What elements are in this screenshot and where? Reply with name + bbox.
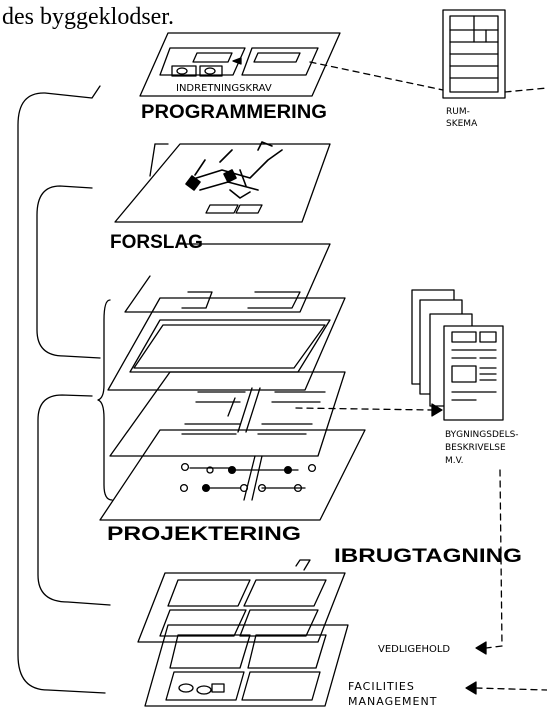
arrow-head-bygningsdel — [431, 403, 443, 417]
stage-label-projektering: PROJEKTERING — [107, 524, 301, 545]
plane-projektering-4 — [99, 429, 366, 521]
annotation-byg-line2: BESKRIVELSE — [445, 443, 506, 453]
stage-label-forslag: FORSLAG — [110, 232, 203, 253]
plane-projektering-1 — [124, 243, 331, 313]
stage-label-ibrugtagning: IBRUGTAGNING — [334, 546, 522, 567]
annotation-byg-line1: BYGNINGSDELS- — [445, 430, 519, 440]
annotation-rum-line2: SKEMA — [446, 119, 478, 129]
connector-down-to-vedligehold — [485, 469, 503, 649]
annotation-facilities-line2: MANAGEMENT — [348, 695, 437, 708]
brace-right-projektering — [97, 299, 113, 501]
plane-ibrugtagning-2 — [144, 624, 349, 707]
annotation-rum-line1: RUM- — [446, 107, 470, 117]
connector-to-rumskema — [309, 61, 444, 91]
annotation-indretningskrav: INDRETNINGSKRAV — [176, 83, 272, 94]
arrow-head-vedligehold — [475, 641, 487, 655]
plane-ibrugtagning-1 — [137, 559, 346, 643]
brace-left-projektering — [37, 394, 111, 606]
brace-left-outer — [17, 85, 106, 694]
document-stack — [411, 289, 504, 421]
arrow-head-facilities — [465, 681, 477, 695]
rumskema-sheet — [442, 9, 506, 99]
sketch-forslag — [185, 141, 283, 199]
connector-to-facilities — [475, 687, 547, 691]
annotation-vedligehold: VEDLIGEHOLD — [378, 644, 450, 655]
intro-text: des byggeklodser. — [2, 4, 174, 30]
connector-to-bygningsdel — [295, 407, 433, 411]
brace-left-forslag — [36, 185, 101, 359]
connector-rumskema-out — [504, 87, 547, 93]
plane-programmering — [139, 32, 341, 97]
plane-projektering-3 — [109, 371, 346, 457]
annotation-facilities-line1: FACILITIES — [348, 680, 415, 693]
annotation-byg-line3: M.V. — [445, 456, 463, 466]
plane-forslag — [114, 143, 331, 223]
arrow-head-indretning — [232, 57, 242, 65]
stage-label-programmering: PROGRAMMERING — [141, 102, 327, 123]
